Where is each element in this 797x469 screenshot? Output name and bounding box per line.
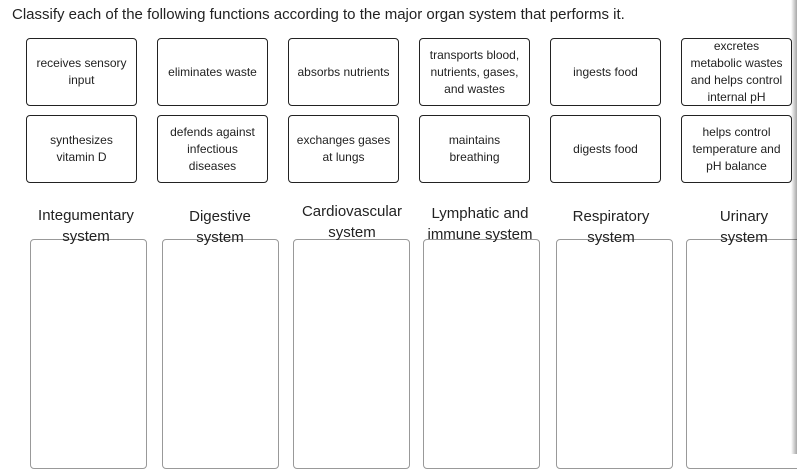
card-label: maintains breathing [448,133,501,164]
card-label: helps control temperature and pH balance [692,124,781,173]
drop-zone-urinary[interactable] [686,239,797,469]
answer-card[interactable]: ingests food [550,38,661,106]
card-label: synthesizes vitamin D [50,133,113,164]
drop-zone-integumentary[interactable] [30,239,147,469]
answer-card[interactable]: synthesizes vitamin D [26,115,137,183]
card-label: exchanges gases at lungs [296,133,391,164]
drop-zone-respiratory[interactable] [556,239,673,469]
scroll-edge-shadow [791,0,797,454]
answer-card[interactable]: digests food [550,115,661,183]
instructions-text: Classify each of the following functions… [12,6,625,23]
card-label: digests food [573,141,638,156]
category-label-lymphatic-immune: Lymphatic and immune system [427,205,533,243]
card-label: transports blood, nutrients, gases, and … [429,47,520,96]
category-label-digestive: Digestive system [189,208,251,246]
answer-card[interactable]: receives sensory input [26,38,137,106]
card-label: eliminates waste [168,64,257,79]
card-label: defends against infectious diseases [170,124,255,173]
card-label: excretes metabolic wastes and helps cont… [690,39,783,104]
drop-zone-digestive[interactable] [162,239,279,469]
answer-card[interactable]: defends against infectious diseases [157,115,268,183]
answer-card[interactable]: eliminates waste [157,38,268,106]
category-label-respiratory: Respiratory system [572,208,650,246]
drop-zone-cardiovascular[interactable] [293,239,410,469]
answer-card[interactable]: exchanges gases at lungs [288,115,399,183]
answer-card[interactable]: helps control temperature and pH balance [681,115,792,183]
category-label-urinary: Urinary system [719,208,769,246]
card-label: absorbs nutrients [297,64,390,79]
card-label: ingests food [573,64,638,79]
category-label-cardiovascular: Cardiovascular system [301,203,403,241]
answer-card[interactable]: maintains breathing [419,115,530,183]
card-label: receives sensory input [36,56,127,87]
answer-card[interactable]: absorbs nutrients [288,38,399,106]
category-label-integumentary: Integumentary system [38,207,134,245]
answer-card[interactable]: excretes metabolic wastes and helps cont… [681,38,792,106]
drop-zone-lymphatic-immune[interactable] [423,239,540,469]
answer-card[interactable]: transports blood, nutrients, gases, and … [419,38,530,106]
